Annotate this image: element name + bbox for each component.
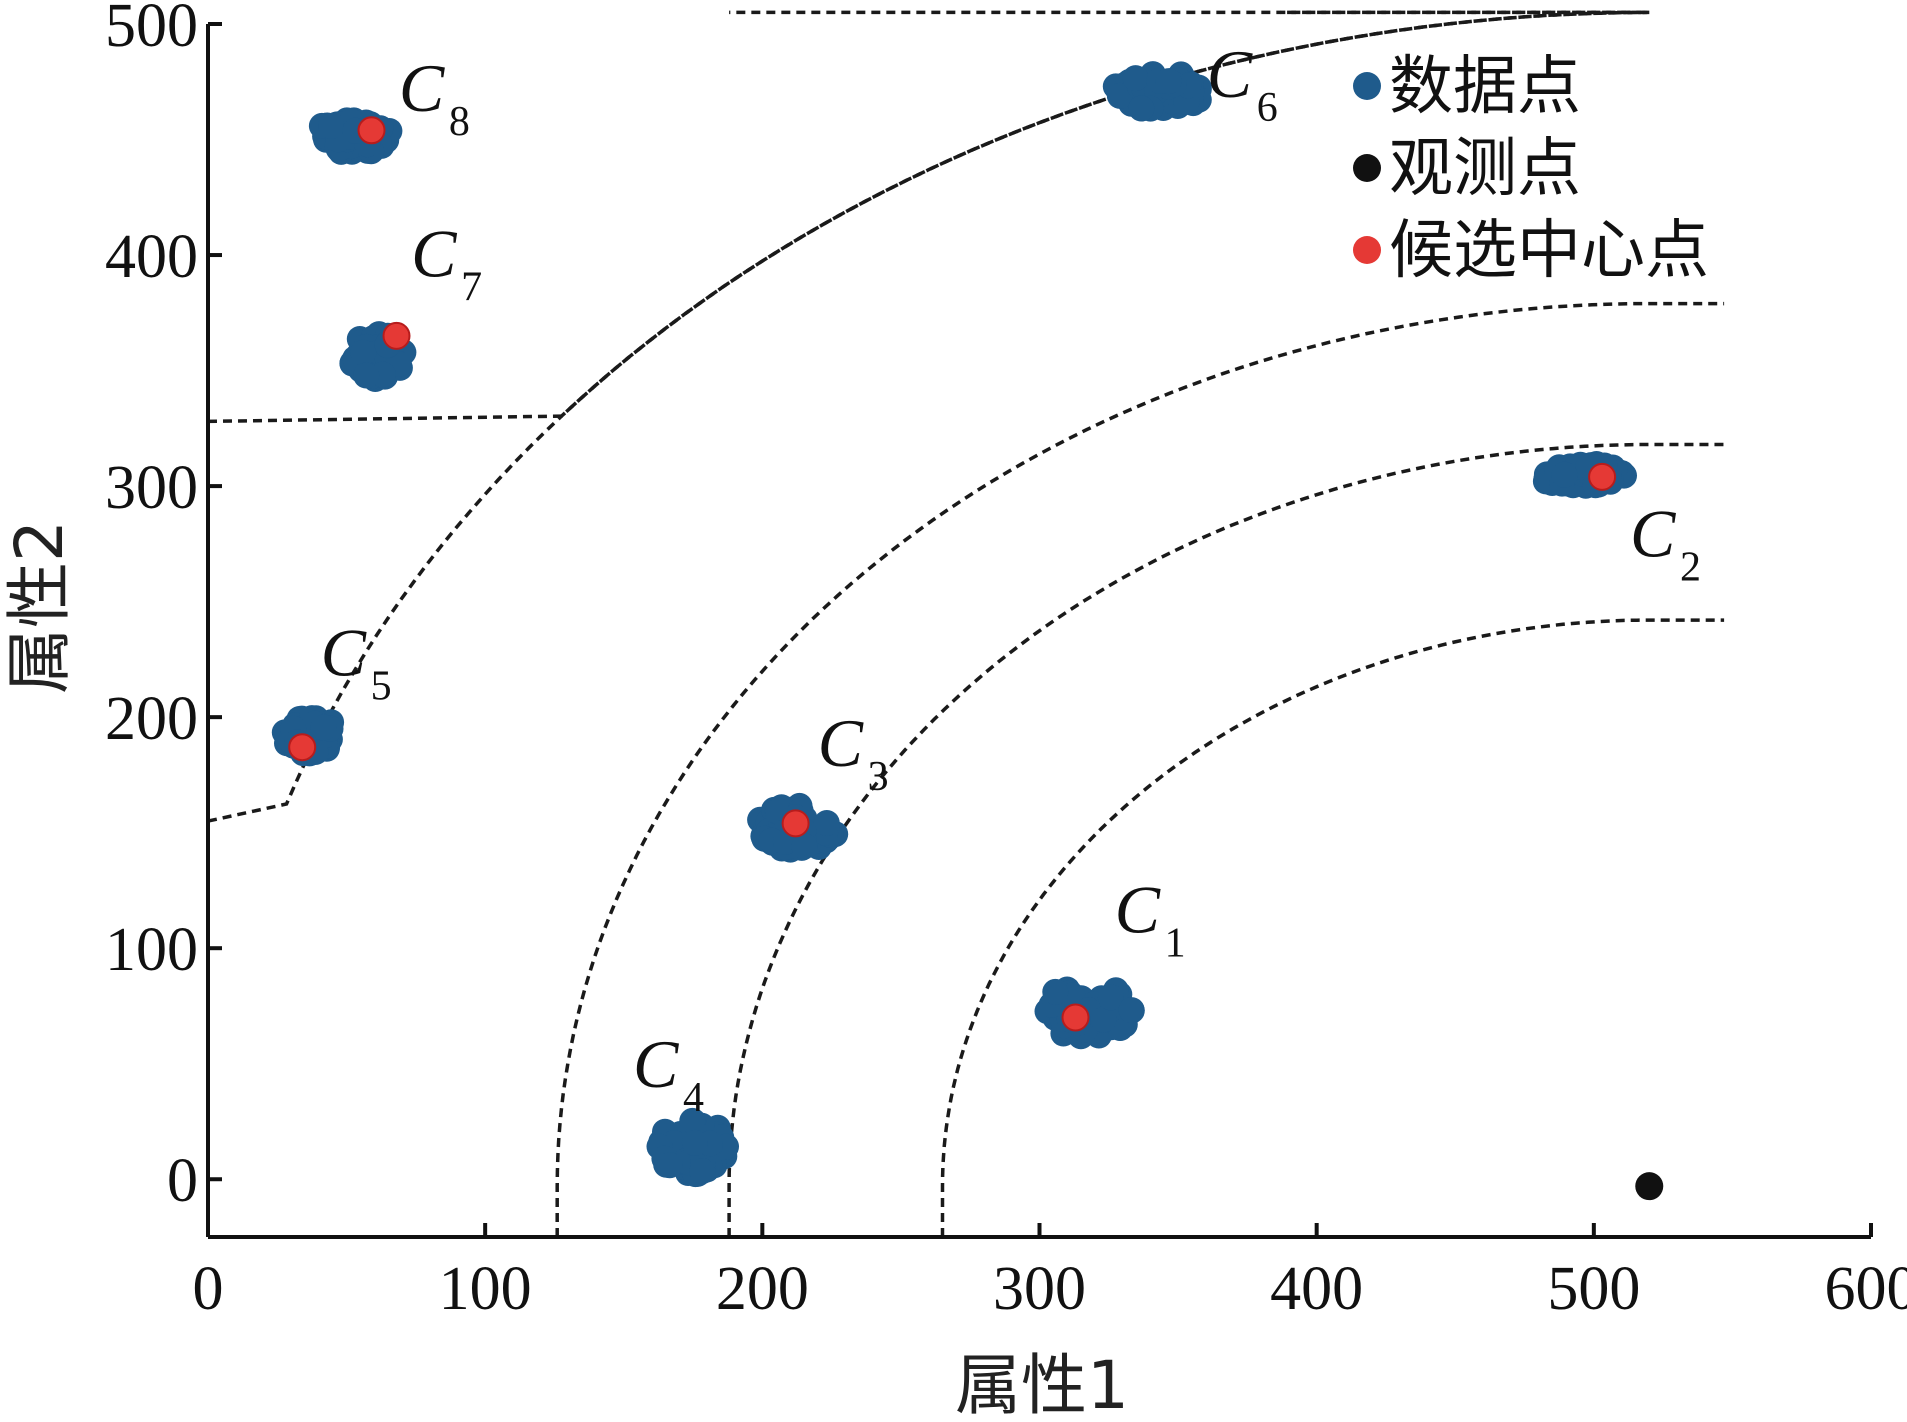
x-tick-label: 100 — [439, 1255, 532, 1323]
data-point — [656, 1152, 683, 1179]
y-tick-label: 400 — [105, 223, 198, 291]
y-tick-label: 100 — [105, 916, 198, 984]
data-point — [1090, 1006, 1117, 1033]
data-point — [689, 1158, 716, 1185]
observation-point-marker — [1635, 1172, 1664, 1201]
legend-label-1: 数据点 — [1389, 50, 1581, 124]
cluster-label-sub-3: 3 — [868, 754, 889, 800]
candidate-center-5 — [288, 733, 317, 762]
data-point — [1128, 95, 1155, 122]
legend-marker-1 — [1353, 72, 1381, 100]
cluster-label-c7: C — [411, 216, 457, 292]
x-tick-label: 200 — [716, 1255, 809, 1323]
boundary-curve-2 — [207, 10, 1650, 823]
data-point — [1118, 997, 1145, 1024]
legend-label-3: 候选中心点 — [1389, 214, 1709, 288]
data-point — [681, 1129, 708, 1156]
data-point — [318, 113, 344, 139]
data-point — [1551, 461, 1578, 488]
cluster-label-c3: C — [818, 705, 864, 781]
candidate-center-1 — [1061, 1003, 1090, 1032]
data-point — [310, 714, 337, 741]
x-tick-label: 300 — [993, 1255, 1086, 1323]
axes: 0 100 200 300 400 500 600 0 100 200 300 400 500 — [105, 0, 1907, 1323]
cluster-label-c4: C — [633, 1026, 679, 1102]
cluster-label-sub-4: 4 — [683, 1075, 704, 1121]
boundary-curves — [207, 10, 1725, 1237]
candidate-center-7 — [382, 321, 411, 350]
data-point — [813, 810, 840, 836]
x-tick-label: 0 — [193, 1255, 224, 1323]
boundary-curve-1 — [207, 10, 1650, 424]
candidate-center-8 — [357, 116, 386, 145]
y-tick-label: 200 — [105, 685, 198, 753]
data-point — [1155, 68, 1182, 95]
candidate-centers — [288, 116, 1617, 1032]
observation-point — [1635, 1172, 1664, 1201]
cluster-label-c1: C — [1115, 872, 1161, 948]
boundary-curve-3 — [555, 301, 1725, 1237]
data-point — [679, 1107, 706, 1134]
boundary-curve-4 — [727, 442, 1725, 1237]
x-tick-label: 600 — [1825, 1255, 1907, 1323]
cluster-label-c2: C — [1630, 496, 1676, 572]
candidate-center-3 — [781, 809, 810, 838]
data-point — [1042, 978, 1069, 1005]
x-axis-title: 属性1 — [955, 1347, 1129, 1422]
legend-marker-3 — [1353, 236, 1381, 264]
y-tick-label: 0 — [167, 1147, 198, 1215]
data-point — [791, 833, 818, 860]
candidate-center-2 — [1588, 462, 1617, 491]
cluster-label-c6: C — [1207, 36, 1253, 112]
cluster-label-sub-6: 6 — [1257, 85, 1278, 131]
y-tick-label: 300 — [105, 454, 198, 522]
cluster-label-c5: C — [321, 614, 367, 690]
data-point — [1106, 82, 1133, 109]
legend-label-2: 观测点 — [1389, 132, 1581, 206]
cluster-label-sub-1: 1 — [1165, 921, 1186, 967]
x-tick-label: 400 — [1270, 1255, 1363, 1323]
data-point — [350, 339, 377, 366]
y-tick-label: 500 — [105, 0, 198, 60]
legend-marker-2 — [1353, 154, 1381, 182]
data-point — [1122, 65, 1149, 92]
data-point — [353, 362, 380, 389]
cluster-label-sub-7: 7 — [461, 265, 482, 311]
cluster-label-sub-5: 5 — [371, 663, 392, 709]
cluster-label-c8: C — [399, 50, 445, 126]
data-point — [1097, 984, 1124, 1011]
y-axis-title: 属性2 — [1, 520, 78, 694]
cluster-label-sub-8: 8 — [449, 99, 470, 145]
x-tick-label: 500 — [1547, 1255, 1640, 1323]
cluster-label-sub-2: 2 — [1680, 545, 1701, 591]
boundary-curve-5 — [940, 618, 1725, 1237]
